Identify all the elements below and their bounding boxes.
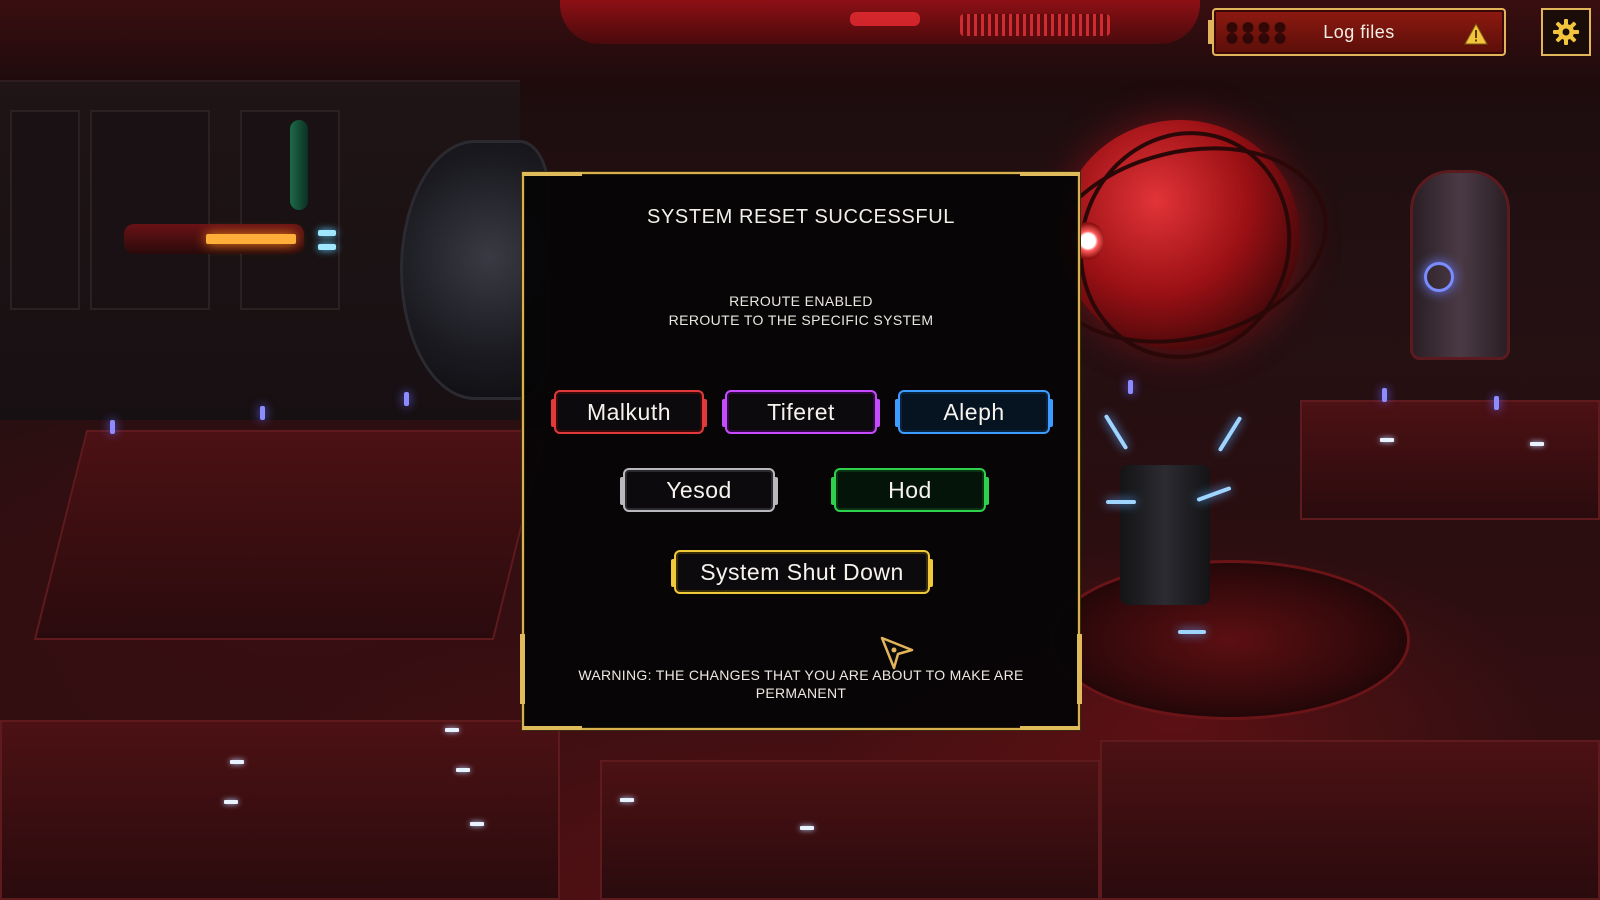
floor-light xyxy=(470,822,484,826)
floor-light xyxy=(224,800,238,804)
hod-button[interactable]: Hod xyxy=(831,468,989,512)
frame-corner xyxy=(1020,726,1080,730)
pedestal xyxy=(1050,560,1410,720)
blue-light xyxy=(404,392,409,406)
floor-light xyxy=(445,728,459,732)
blue-light xyxy=(1382,388,1387,402)
ceiling-vent xyxy=(960,14,1110,36)
dialog-title: SYSTEM RESET SUCCESSFUL xyxy=(647,206,955,228)
ceiling-light-slot xyxy=(850,12,920,26)
settings-button[interactable] xyxy=(1541,8,1591,56)
energy-core xyxy=(1120,465,1210,605)
floor-light xyxy=(456,768,470,772)
permanent-change-warning: WARNING: THE CHANGES THAT YOU ARE ABOUT … xyxy=(578,667,1024,701)
floor-light xyxy=(1530,442,1544,446)
pod-emblem xyxy=(1424,262,1454,292)
floor-plate xyxy=(0,720,560,900)
floor-plate xyxy=(33,430,547,640)
arrow-cursor-icon xyxy=(880,636,914,670)
floor-plate xyxy=(600,760,1100,900)
orange-light-strip xyxy=(206,234,296,244)
subtitle-line-2: REROUTE TO THE SPECIFIC SYSTEM xyxy=(668,312,934,328)
floor-light xyxy=(620,798,634,802)
frame-side-tab xyxy=(520,634,525,704)
malkuth-button[interactable]: Malkuth xyxy=(551,390,707,434)
floor-plate xyxy=(1100,740,1600,900)
logbar-grille xyxy=(1224,22,1288,44)
blue-light xyxy=(260,406,265,420)
blue-light xyxy=(1494,396,1499,410)
glass-pod xyxy=(1410,170,1510,360)
frame-corner xyxy=(522,726,582,730)
blue-light xyxy=(1128,380,1133,394)
floor-light xyxy=(230,760,244,764)
floor-plate xyxy=(1300,400,1600,520)
log-files-button[interactable]: Log files xyxy=(1208,8,1506,56)
dialog-subtitle: REROUTE ENABLED REROUTE TO THE SPECIFIC … xyxy=(524,292,1078,330)
energy-spark xyxy=(1217,415,1243,453)
cyan-light xyxy=(318,230,336,236)
energy-spark xyxy=(1178,630,1206,634)
blue-light xyxy=(110,420,115,434)
system-shutdown-button[interactable]: System Shut Down xyxy=(671,550,933,594)
floor-light xyxy=(800,826,814,830)
yesod-button[interactable]: Yesod xyxy=(620,468,778,512)
warning-triangle-icon xyxy=(1464,23,1488,45)
frame-side-tab xyxy=(1077,634,1082,704)
tiferet-button[interactable]: Tiferet xyxy=(722,390,880,434)
frame-corner xyxy=(522,172,582,176)
energy-spark xyxy=(1106,500,1136,504)
cyan-light xyxy=(318,244,336,250)
gear-icon xyxy=(1553,19,1579,45)
energy-spark xyxy=(1103,413,1129,451)
floor-light xyxy=(1380,438,1394,442)
wall-panel xyxy=(10,110,80,310)
green-tube xyxy=(290,120,308,210)
log-files-label: Log files xyxy=(1323,22,1395,42)
system-reset-dialog: SYSTEM RESET SUCCESSFUL REROUTE ENABLED … xyxy=(520,172,1082,730)
wall-panel xyxy=(90,110,210,310)
aleph-button[interactable]: Aleph xyxy=(895,390,1053,434)
subtitle-line-1: REROUTE ENABLED xyxy=(729,293,873,309)
frame-corner xyxy=(1020,172,1080,176)
